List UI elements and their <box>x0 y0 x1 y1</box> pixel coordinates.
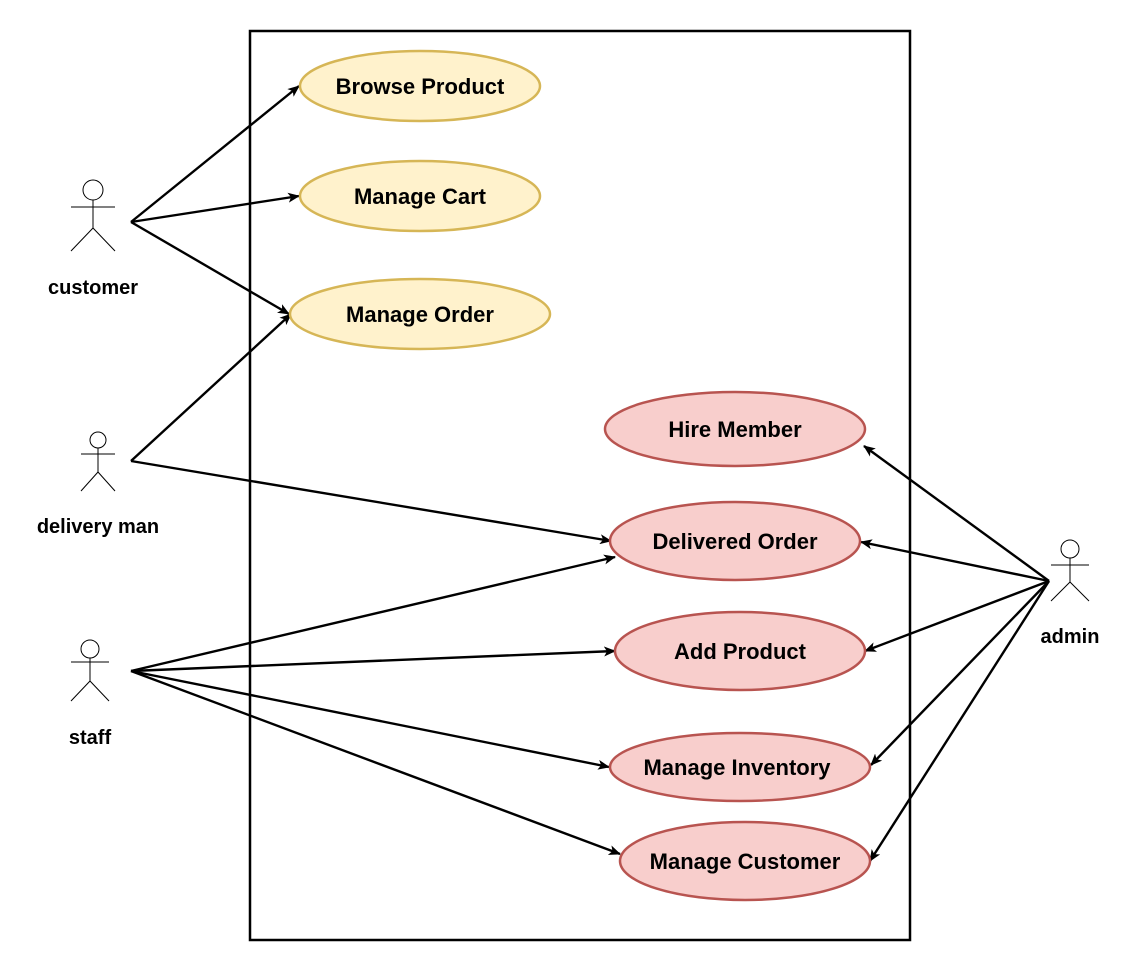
assoc-delivery-delivered-order <box>130 459 612 545</box>
usecase-hire-member[interactable]: Hire Member <box>603 390 867 468</box>
assoc-admin-hire-member <box>863 445 1050 582</box>
usecase-browse-product[interactable]: Browse Product <box>298 49 542 123</box>
actor-figure-icon <box>80 431 116 492</box>
usecase-label: Hire Member <box>668 417 802 442</box>
usecase-manage-customer[interactable]: Manage Customer <box>618 820 872 902</box>
assoc-admin-manage-inventory <box>870 580 1050 766</box>
usecase-manage-cart[interactable]: Manage Cart <box>298 159 542 233</box>
actor-label: delivery man <box>37 516 159 538</box>
assoc-delivery-manage-order <box>130 313 292 462</box>
usecase-label: Add Product <box>674 639 807 664</box>
usecase-manage-inventory[interactable]: Manage Inventory <box>608 731 872 803</box>
actor-label: admin <box>1041 626 1100 648</box>
assoc-admin-delivered-order <box>860 539 1050 583</box>
actor-label: staff <box>69 727 112 749</box>
assoc-admin-manage-customer <box>868 580 1051 862</box>
assoc-staff-delivered-order <box>130 554 616 673</box>
actor-customer[interactable]: customer <box>48 179 138 299</box>
associations <box>130 85 1051 862</box>
usecase-label: Manage Customer <box>650 849 841 874</box>
usecase-label: Manage Cart <box>354 184 487 209</box>
usecase-label: Delivered Order <box>652 529 818 554</box>
assoc-customer-manage-order <box>130 220 290 316</box>
usecase-add-product[interactable]: Add Product <box>613 610 867 692</box>
assoc-admin-add-product <box>864 579 1050 653</box>
usecase-manage-order[interactable]: Manage Order <box>288 277 552 351</box>
actor-figure-icon <box>1050 539 1090 602</box>
actor-figure-icon <box>70 179 116 252</box>
assoc-customer-manage-cart <box>130 192 300 224</box>
assoc-staff-manage-inventory <box>130 669 610 770</box>
assoc-staff-add-product <box>130 646 616 673</box>
actor-figure-icon <box>70 639 110 702</box>
actor-staff[interactable]: staff <box>69 639 112 749</box>
actor-admin[interactable]: admin <box>1041 539 1100 648</box>
assoc-staff-manage-customer <box>130 669 621 856</box>
assoc-customer-browse-product <box>130 85 300 223</box>
actor-label: customer <box>48 277 138 299</box>
usecase-label: Manage Inventory <box>643 755 831 780</box>
usecase-label: Browse Product <box>336 74 505 99</box>
usecase-label: Manage Order <box>346 302 494 327</box>
actor-delivery-man[interactable]: delivery man <box>37 431 159 538</box>
usecase-delivered-order[interactable]: Delivered Order <box>608 500 862 582</box>
